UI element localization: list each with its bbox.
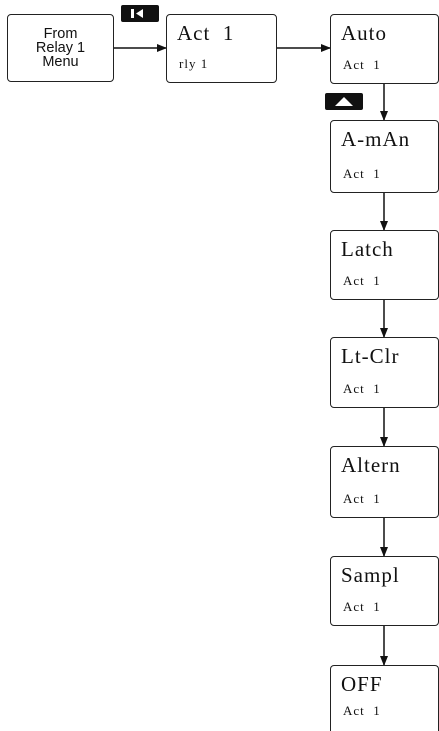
display-off-box: OFF Act 1 bbox=[330, 665, 439, 731]
left-arrow-key-glyph bbox=[131, 9, 143, 18]
from-line-2: Relay 1 bbox=[35, 40, 86, 56]
from-line-1: From bbox=[43, 26, 78, 42]
up-arrow-key-icon[interactable] bbox=[325, 93, 363, 110]
display-off-sub: Act 1 bbox=[343, 703, 381, 718]
display-altern-title: Altern bbox=[341, 453, 401, 477]
display-sampl-box: Sampl Act 1 bbox=[330, 556, 439, 626]
up-arrow-key-glyph bbox=[335, 97, 353, 106]
act-sub: rly 1 bbox=[179, 56, 209, 71]
display-sampl-sub: Act 1 bbox=[343, 599, 381, 614]
display-latch-title: Latch bbox=[341, 237, 394, 261]
display-auto-box: Auto Act 1 bbox=[330, 14, 439, 84]
display-altern-box: Altern Act 1 bbox=[330, 446, 439, 518]
display-ltclr-box: Lt-Clr Act 1 bbox=[330, 337, 439, 408]
display-sampl-title: Sampl bbox=[341, 563, 400, 587]
display-latch-sub: Act 1 bbox=[343, 273, 381, 288]
display-aman-box: A-mAn Act 1 bbox=[330, 120, 439, 193]
left-arrow-key-icon[interactable] bbox=[121, 5, 159, 22]
display-altern-sub: Act 1 bbox=[343, 491, 381, 506]
act-rly-box: Act 1 rly 1 bbox=[166, 14, 277, 83]
display-auto-title: Auto bbox=[341, 21, 387, 45]
display-aman-title: A-mAn bbox=[341, 127, 411, 151]
display-latch-box: Latch Act 1 bbox=[330, 230, 439, 300]
act-title: Act 1 bbox=[177, 21, 235, 45]
display-ltclr-title: Lt-Clr bbox=[341, 344, 400, 368]
display-auto-sub: Act 1 bbox=[343, 57, 381, 72]
from-line-3: Menu bbox=[42, 54, 79, 70]
display-aman-sub: Act 1 bbox=[343, 166, 381, 181]
display-ltclr-sub: Act 1 bbox=[343, 381, 381, 396]
display-off-title: OFF bbox=[341, 672, 383, 696]
from-relay-menu-box: From Relay 1 Menu bbox=[7, 14, 114, 82]
